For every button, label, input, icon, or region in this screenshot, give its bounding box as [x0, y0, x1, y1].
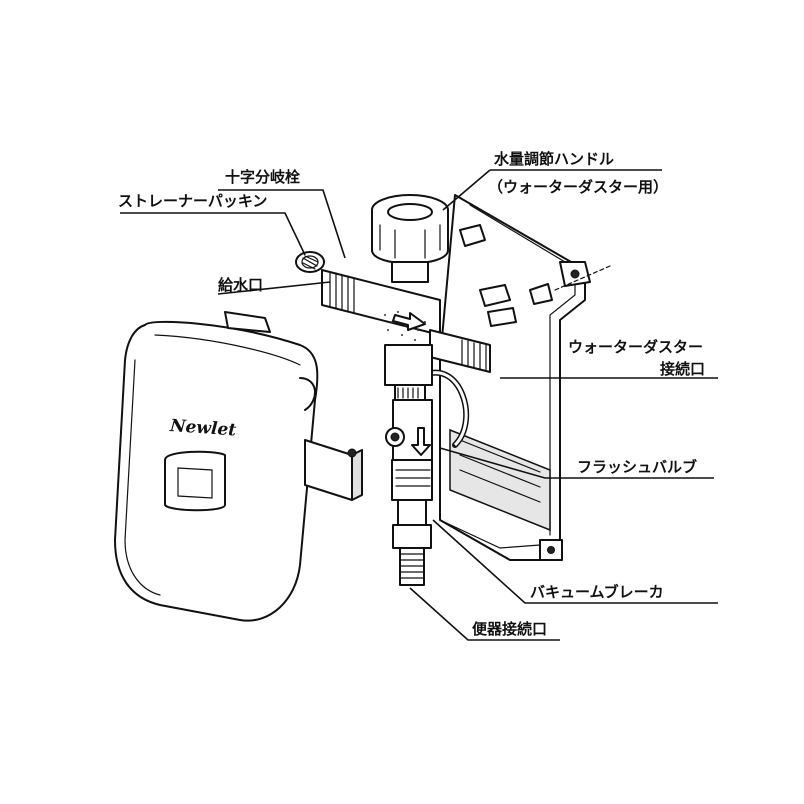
label-flush-valve: フラッシュバルブ: [577, 458, 697, 476]
label-flow-handle-sub: （ウォーターダスター用）: [488, 178, 668, 196]
down-arrow-icon: [411, 427, 431, 456]
leader-lines: [120, 169, 718, 641]
strainer-packing: [295, 251, 325, 273]
valve-assembly: [321, 194, 491, 586]
flow-arrow-icon: [392, 312, 426, 331]
label-cross-branch-valve: 十字分岐栓: [225, 168, 300, 186]
label-duster-port-sub: 接続口: [660, 360, 705, 378]
label-duster-port: ウォーターダスター: [568, 338, 703, 356]
label-vacuum-breaker: バキュームブレーカ: [530, 583, 664, 601]
label-flow-handle: 水量調節ハンドル: [494, 150, 614, 168]
screw-icon: [529, 283, 553, 305]
sensor-module: [304, 439, 363, 501]
label-strainer-packing: ストレーナーパッキン: [118, 192, 267, 210]
brand-logo: Newlet: [168, 416, 236, 441]
label-toilet-port: 便器接続口: [472, 620, 547, 638]
label-water-inlet: 給水口: [218, 276, 263, 294]
device-cover: Newlet: [114, 311, 319, 622]
